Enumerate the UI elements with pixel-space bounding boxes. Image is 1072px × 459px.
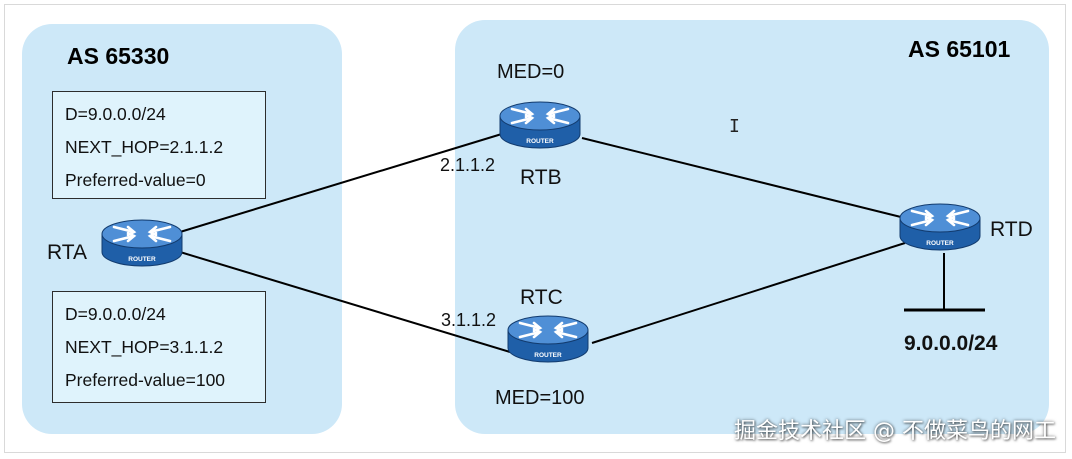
router-badge: ROUTER — [926, 240, 954, 247]
route-bottom-next-hop: NEXT_HOP=3.1.1.2 — [65, 337, 224, 357]
ip-label-rtb: 2.1.1.2 — [440, 155, 496, 175]
network-prefix-label: 9.0.0.0/24 — [904, 332, 998, 355]
route-bottom-preferred-value: Preferred-value=100 — [65, 370, 226, 390]
route-top-preferred-value: Preferred-value=0 — [65, 170, 206, 190]
link-rta-rtb — [179, 132, 506, 233]
med-label-rtb: MED=0 — [497, 61, 565, 83]
router-label-rta: RTA — [47, 241, 88, 264]
watermark-text: 掘金技术社区 @ 不做菜鸟的网工 — [734, 419, 1056, 444]
router-rtd: ROUTER — [896, 200, 984, 256]
router-badge: ROUTER — [534, 352, 562, 359]
link-rtc-rtd — [591, 242, 906, 344]
router-icon: ROUTER — [101, 219, 183, 267]
text-cursor-icon: I — [729, 116, 740, 137]
route-top-next-hop: NEXT_HOP=2.1.1.2 — [65, 137, 224, 157]
link-rtb-rtd — [581, 137, 906, 219]
router-icon: ROUTER — [499, 101, 581, 149]
as-label-right: AS 65101 — [908, 36, 1011, 62]
route-box-bottom: D=9.0.0.0/24 NEXT_HOP=3.1.1.2 Preferred-… — [52, 291, 266, 403]
router-icon: ROUTER — [899, 203, 981, 251]
router-rtc: ROUTER — [504, 312, 592, 368]
route-box-top: D=9.0.0.0/24 NEXT_HOP=2.1.1.2 Preferred-… — [52, 91, 266, 199]
router-rtb: ROUTER — [496, 98, 584, 154]
route-bottom-destination: D=9.0.0.0/24 — [65, 304, 166, 324]
link-rta-rtc — [179, 251, 511, 353]
router-badge: ROUTER — [526, 138, 554, 145]
router-label-rtb: RTB — [520, 166, 562, 189]
router-icon: ROUTER — [507, 315, 589, 363]
route-top-destination: D=9.0.0.0/24 — [65, 104, 166, 124]
as-label-left: AS 65330 — [67, 43, 170, 69]
diagram-frame — [4, 4, 1066, 453]
ip-label-rtc: 3.1.1.2 — [441, 310, 497, 330]
router-rta: ROUTER — [98, 216, 186, 272]
router-label-rtc: RTC — [520, 286, 563, 309]
router-label-rtd: RTD — [990, 218, 1033, 241]
router-badge: ROUTER — [128, 256, 156, 263]
med-label-rtc: MED=100 — [495, 387, 585, 409]
